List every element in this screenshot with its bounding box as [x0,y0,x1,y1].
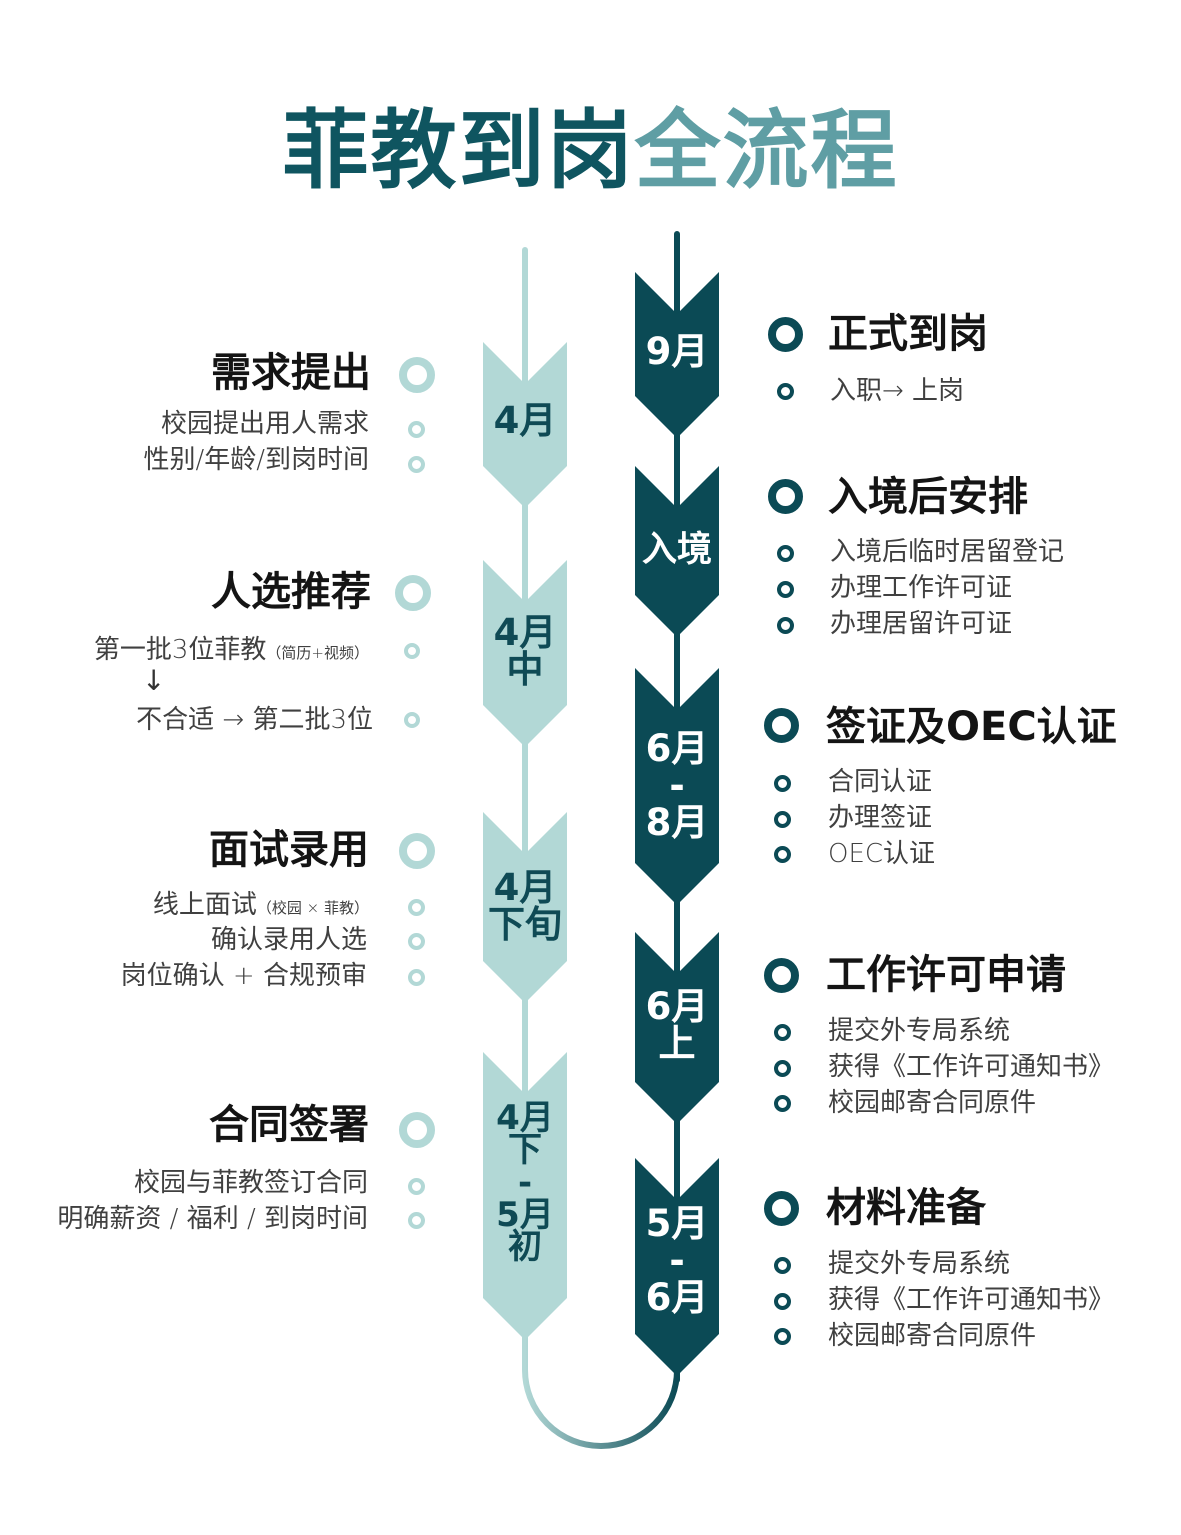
list-item: OEC认证 [828,839,936,869]
bullet-ring-icon [404,643,420,659]
heading-ring-icon [399,357,435,393]
list-item: 获得《工作许可通知书》 [828,1285,1115,1315]
list-item: 入境后临时居留登记 [830,537,1065,567]
left-chevron-3 [483,812,567,1003]
heading-ring-icon [399,1112,435,1148]
heading-ring-icon [399,833,435,869]
heading-ring-icon [764,958,799,993]
step-heading: 需求提出 [211,350,371,396]
step-heading: 面试录用 [209,827,369,873]
heading-ring-icon [768,317,803,352]
bullet-ring-icon [408,1212,425,1229]
right-badge-2: 入境 [641,530,712,570]
bullet-ring-icon [408,899,425,916]
heading-ring-icon [395,575,431,611]
left-chevron-1 [483,342,567,508]
right-chevron-2 [635,466,719,637]
bullet-ring-icon [408,421,425,438]
bullet-ring-icon [774,1257,791,1274]
list-item: 合同认证 [828,767,933,797]
list-item: 办理签证 [828,803,933,833]
list-item: 入职→ 上岗 [830,376,965,406]
list-item: 第一批3位菲教（简历+视频） [93,635,369,665]
bullet-ring-icon [408,456,425,473]
bullet-ring-icon [408,933,425,950]
step-heading: 签证及OEC认证 [826,704,1117,750]
bullet-ring-icon [774,1095,791,1112]
step-heading: 人选推荐 [211,569,371,615]
bullet-ring-icon [404,712,420,728]
left-chevron-2 [483,560,567,747]
right-chevron-5 [635,1158,719,1376]
title-part-1: 菲教到岗 [282,101,635,201]
left-badge-1: 4月 [493,399,557,442]
list-item: 校园提出用人需求 [160,409,369,439]
item-note: （简历+视频） [266,644,369,662]
step-heading: 材料准备 [826,1185,986,1231]
list-item: 获得《工作许可通知书》 [828,1052,1115,1082]
step-heading: 工作许可申请 [826,952,1066,998]
list-item: 办理工作许可证 [830,573,1013,603]
heading-ring-icon [768,479,803,514]
right-chevron-3 [635,668,719,905]
bullet-ring-icon [777,581,794,598]
bullet-ring-icon [408,1178,425,1195]
list-item: 校园与菲教签订合同 [133,1168,368,1198]
step-heading: 合同签署 [209,1102,369,1148]
item-note: （校园 × 菲教） [256,899,369,917]
list-item: 提交外专局系统 [828,1249,1011,1279]
left-badge-3: 4月下旬 [488,866,562,946]
right-chevron-1 [635,272,719,438]
bullet-ring-icon [777,383,794,400]
step-heading: 入境后安排 [828,474,1028,520]
left-badge-4: 4月下-5月初 [496,1098,554,1268]
right-badge-5: 5月-6月 [645,1202,709,1319]
bullet-ring-icon [774,1293,791,1310]
bullet-ring-icon [774,811,791,828]
list-item: 校园邮寄合同原件 [828,1321,1037,1351]
bullet-ring-icon [774,1328,791,1345]
list-item: 校园邮寄合同原件 [828,1088,1037,1118]
bullet-ring-icon [408,969,425,986]
step-heading: 正式到岗 [828,311,988,357]
list-item: 线上面试（校园 × 菲教） [152,890,369,920]
right-badge-4: 6月上 [645,985,709,1065]
list-item: 提交外专局系统 [828,1016,1011,1046]
bullet-ring-icon [777,617,794,634]
heading-ring-icon [764,708,799,743]
down-arrow-icon: ↓ [142,664,166,697]
heading-ring-icon [764,1191,799,1226]
page-title: 菲教到岗全流程 [0,96,1181,206]
bullet-ring-icon [774,1024,791,1041]
list-item: 性别/年龄/到岗时间 [143,445,369,475]
right-badge-1: 9月 [645,330,709,373]
right-chevron-4 [635,932,719,1124]
list-item: 办理居留许可证 [830,609,1013,639]
list-item: 岗位确认 + 合规预审 [120,961,367,991]
bullet-ring-icon [774,775,791,792]
title-part-2: 全流程 [634,101,899,201]
list-item: 明确薪资 / 福利 / 到岗时间 [57,1204,368,1234]
bullet-ring-icon [774,846,791,863]
right-badge-3: 6月-8月 [645,727,709,844]
left-badge-2: 4月中 [493,611,557,691]
left-chevron-4 [483,1052,567,1340]
list-item: 不合适 → 第二批3位 [136,705,373,735]
list-item: 确认录用人选 [210,925,367,955]
bullet-ring-icon [777,545,794,562]
bullet-ring-icon [774,1060,791,1077]
timeline-bottom-curve [522,1330,680,1449]
